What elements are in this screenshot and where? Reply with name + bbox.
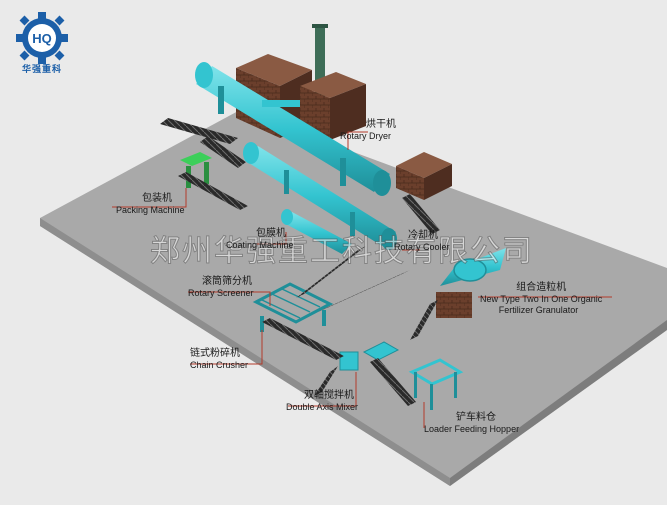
label-double-axis-mixer-en: Double Axis Mixer	[286, 402, 359, 412]
label-granulator: 组合造粒机 New Type Two In One Organic Fertil…	[480, 282, 602, 316]
label-packing-machine: 包装机 Packing Machine	[116, 193, 185, 216]
label-rotary-screener-en: Rotary Screener	[188, 288, 254, 298]
double-axis-mixer	[362, 341, 400, 361]
label-rotary-dryer: 烘干机 Rotary Dryer	[340, 119, 396, 142]
label-rotary-cooler-en: Rotary Cooler	[394, 242, 450, 252]
chimney	[312, 24, 328, 102]
watermark-text: 郑州华强重工科技有限公司	[150, 234, 534, 270]
loader-feeding-hopper	[408, 358, 464, 410]
coating-machine	[281, 209, 352, 254]
belt-conveyors	[160, 118, 440, 406]
label-rotary-screener-zh: 滚筒筛分机	[202, 276, 252, 287]
label-rotary-cooler-zh: 冷却机	[408, 230, 438, 241]
label-rotary-screener: 滚筒筛分机 Rotary Screener	[188, 276, 254, 299]
label-granulator-en2: Fertilizer Granulator	[498, 305, 579, 315]
chain-crusher	[339, 351, 359, 371]
leader-lines	[112, 131, 612, 428]
label-rotary-dryer-zh: 烘干机	[366, 119, 396, 130]
floor-slab	[40, 110, 667, 486]
label-granulator-zh: 组合造粒机	[516, 282, 567, 293]
label-granulator-en: New Type Two In One Organic	[480, 294, 603, 304]
label-packing-machine-zh: 包装机	[142, 193, 172, 204]
label-chain-crusher-zh: 链式粉碎机	[190, 348, 240, 359]
label-rotary-dryer-en: Rotary Dryer	[340, 131, 392, 141]
rotary-cooler	[243, 142, 397, 250]
label-coating-machine-zh: 包膜机	[256, 228, 286, 239]
logo-name: 华强重科	[21, 64, 62, 74]
label-rotary-cooler: 冷却机 Rotary Cooler	[394, 230, 450, 253]
label-loader-feeding-hopper-en: Loader Feeding Hopper	[424, 424, 520, 434]
rotary-screener	[252, 282, 334, 332]
rotary-dryer	[195, 62, 391, 196]
label-chain-crusher-en: Chain Crusher	[190, 360, 249, 370]
label-chain-crusher: 链式粉碎机 Chain Crusher	[190, 348, 248, 371]
company-logo	[16, 12, 68, 64]
label-packing-machine-en: Packing Machine	[116, 205, 185, 215]
label-coating-machine: 包膜机 Coating Machine	[226, 228, 294, 251]
cooler-furnace	[396, 152, 452, 200]
granulator	[436, 248, 506, 318]
label-loader-feeding-hopper: 铲车料仓 Loader Feeding Hopper	[424, 412, 519, 435]
logo-monogram: HQ	[32, 31, 52, 46]
label-double-axis-mixer-zh: 双轴搅拌机	[304, 390, 354, 401]
label-coating-machine-en: Coating Machine	[226, 240, 294, 250]
label-loader-feeding-hopper-zh: 铲车料仓	[456, 412, 496, 423]
label-double-axis-mixer: 双轴搅拌机 Double Axis Mixer	[286, 390, 358, 413]
